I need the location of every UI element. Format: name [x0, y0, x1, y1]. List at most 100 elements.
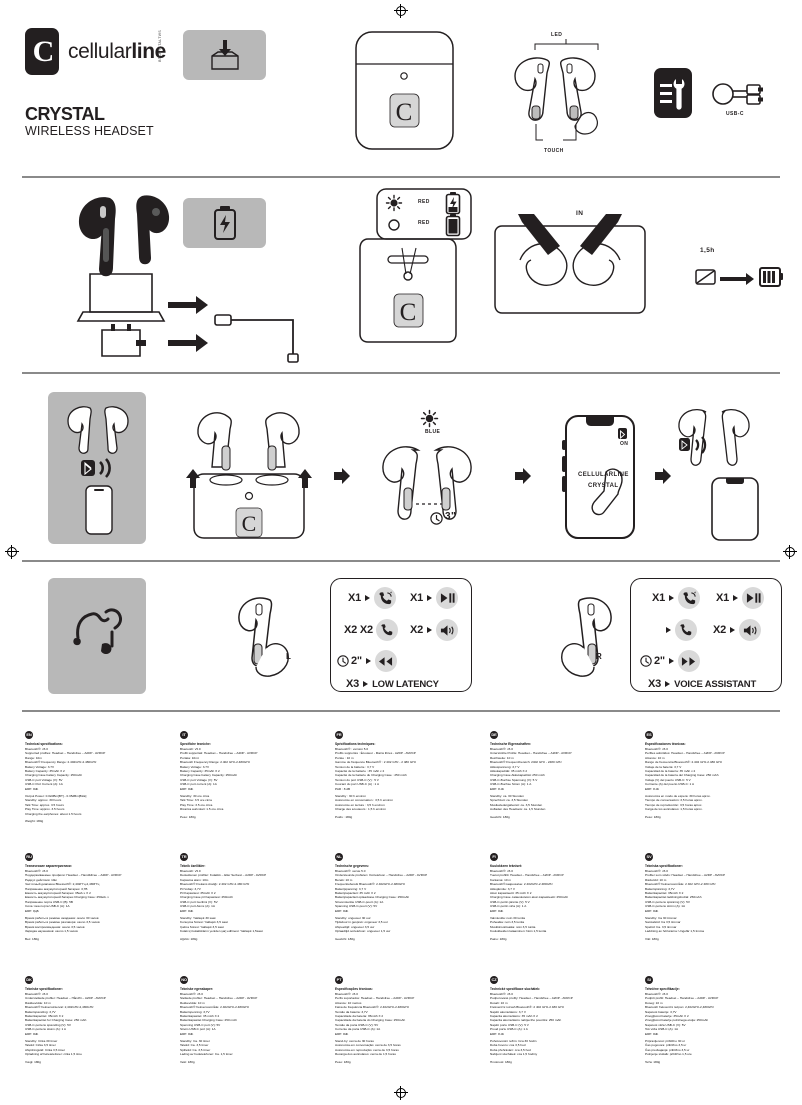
spec-line: Bluetooth®: v5.0 — [645, 992, 668, 997]
spec-line: USB-C port Voltage (V): 5V — [25, 777, 63, 782]
arrow-icon — [730, 627, 736, 633]
spec-line: Capacidade da bateria do Charging Case: … — [335, 1018, 406, 1023]
usbc-label: USB-C — [726, 111, 744, 117]
spec-line: Supported profiles: Headset – Handsfree … — [25, 751, 106, 756]
battery-full-icon — [445, 214, 461, 237]
spec-line: Frekvenční rozsah Bluetooth®: 2 402 GHz-… — [490, 1005, 564, 1010]
spec-title: Technische gegevens: — [335, 863, 369, 868]
spec-line: Bereik: 10 m — [335, 877, 353, 882]
spec-title: Tekniske egenskaper: — [180, 986, 214, 991]
right-ctl-row-2b: X2 — [713, 619, 762, 641]
spec-title: Especificaciones técnicas: — [645, 741, 686, 746]
spec-line: Bluetooth Frequency Range: 2.402 GHz-2.4… — [180, 760, 250, 765]
spec-line: Время работы в режиме ожидания: около 30… — [25, 915, 99, 920]
arrow-icon — [669, 595, 675, 601]
spec-line: Pohotovostní režim: Cca 30 hodin — [490, 1038, 537, 1043]
spec-line: Alcance: 10 m — [645, 755, 665, 760]
left-ctl-row-1a: X1 — [348, 587, 397, 609]
spec-line: Bluetooth®: v5.0 — [645, 869, 668, 874]
spec-line: Batterijcapaciteit: 35 mAh X 2 — [335, 891, 376, 895]
device-name-line1: CELLULARLINE — [578, 472, 629, 478]
left-ctl-row-3: 2" — [337, 650, 397, 672]
spec-line: Capacidad de la batería del Charging Cas… — [645, 773, 719, 778]
spec-title: Технические характеристики: — [25, 863, 72, 868]
usbc-cable-icon — [712, 78, 770, 110]
svg-text:C: C — [242, 511, 257, 536]
spec-line: Bluetooth®: v5.0 — [25, 747, 48, 752]
spec-line: Kuulokkeiden lataaminen: Noin 1,5 tuntia — [490, 929, 547, 934]
spec-line: Batterikapacitet: 35mAh X 2 — [645, 891, 684, 895]
spec-title: Technické specifikace sluchátek: — [490, 986, 541, 991]
language-flag-ru: RU — [25, 853, 33, 861]
spec-line: Talk Time: 3.5 ore circa — [180, 798, 212, 803]
right-side-label: R — [596, 652, 603, 661]
spec-line: Battery Voltage: 3.7V — [25, 764, 55, 769]
spec-line: USB-C-portens strøm (A): 1 A — [25, 1027, 66, 1032]
hold-timer-icon — [640, 655, 652, 667]
spec-line: Tok vtiča USB-C (A): 1A — [645, 1027, 679, 1032]
spec-line: Output Power: 0.02dBm[BT] - 0.35dBm[BLE] — [25, 793, 87, 798]
spec-line: ERP: 8 db — [490, 1031, 505, 1036]
battery-charging-icon — [445, 192, 461, 215]
right-press-2b: X2 — [713, 624, 727, 636]
spec-line: Battery Capacity: 35mAh X 2 — [180, 769, 220, 773]
spec-line: Battery Capacity: 35mAh X 2 — [25, 769, 65, 773]
spec-weight: Teža: 180g — [645, 1059, 661, 1064]
spec-line: Напряжение порта USB-C (В): 5В — [25, 899, 73, 904]
spec-line: Taletid: Cirka 3,5 timer — [25, 1043, 56, 1048]
language-flag-nl: NL — [335, 853, 343, 861]
spec-line: Napětí akumulátoru: 3,7 V — [490, 1009, 526, 1014]
left-hold-seconds: 2" — [351, 655, 362, 667]
spec-line: Bluetooth frekvenčni razpon: 2,402GHz-2,… — [645, 1005, 714, 1010]
divider-3 — [22, 560, 780, 562]
spec-line: Charging Case battery Capacity: 250mAh — [25, 773, 83, 778]
spec-line: Batterikapasitet Charging Case: 250 mAh — [180, 1018, 237, 1023]
spec-line: Napetost baterije: 3,7V — [645, 1009, 677, 1014]
spec-line: Perfiles admitidos: Headset – Handsfree … — [645, 751, 725, 756]
arrow-icon — [666, 627, 671, 633]
left-ctl-row-2b: X2 — [410, 619, 459, 641]
spec-line: Tijdsduur in gesprek: ongeveer 3,5 uur — [335, 920, 388, 925]
spec-line: Unterstützte Profile: Headset – Handsfre… — [490, 751, 572, 756]
spec-line: Autonomia em reprodução: cerca de 3,5 ho… — [335, 1047, 399, 1052]
spec-line: Doseg: 10 m — [645, 1000, 663, 1005]
spec-line: Batterispänning: 3,7V — [645, 886, 675, 891]
registration-mark-right — [783, 545, 797, 559]
spec-line: Tiempo de reproducción: 3,5 horas aprox. — [645, 802, 703, 807]
divider-4 — [22, 710, 780, 712]
spec-line: Bluetooth®: v5.0 — [180, 992, 203, 997]
spec-line: ERP: 8db — [335, 1031, 349, 1036]
end-call-icon — [375, 619, 398, 641]
spec-line: Batterikapacitet: 35mAh X 2 — [25, 1014, 64, 1018]
spec-line: Standby: Yaklaşık 30 saat — [180, 915, 216, 920]
divider-2 — [22, 372, 780, 374]
spec-line: Portata: 10mt — [180, 755, 199, 760]
spec-line: Kapsama alanı: 10m — [180, 877, 209, 882]
right-press-1a: X1 — [652, 592, 666, 604]
spec-line: ERP: 8db — [490, 908, 504, 913]
power-sources-illustration — [76, 268, 300, 363]
spec-line: Standby: ca. 30 Stunden — [490, 793, 524, 798]
spec-line: Kantama: 10 m — [490, 877, 511, 882]
spec-line: Batterispenning: 3,7V — [180, 1009, 210, 1014]
spec-line: Akkujännite: 3,7 V — [490, 886, 515, 891]
product-photo — [70, 190, 175, 280]
spec-weight: Peso: 180g — [645, 814, 661, 819]
spec-weight: Poids : 180g — [335, 814, 353, 819]
spec-line: Емкость аккумуляторной батареи: 35мА·ч Х… — [25, 891, 91, 895]
spec-line: ERP: 8db — [645, 908, 659, 913]
end-call-icon — [675, 619, 697, 641]
spec-line: Valmiustila: noin 30 tuntia — [490, 915, 526, 920]
spec-line: Autonomía en modo de espera: 30 horas ap… — [645, 793, 711, 798]
spec-line: Batterikapacitet laddningsfodral: 250mAh — [645, 895, 702, 900]
spec-line: ERP: 8дБ — [25, 908, 39, 913]
spec-line: Profils supportés : Écouteur - Mains lib… — [335, 751, 416, 756]
arrow-icon — [427, 627, 433, 633]
spec-line: Capacité de la batterie : 35 mAh x 2 — [335, 769, 385, 773]
spec-line: Autonomie en lecture : 3,5 h environ — [335, 802, 385, 807]
language-flag-si: SI — [645, 976, 653, 984]
spec-line: Podprti profili: Headset – Handsfree – A… — [645, 996, 719, 1001]
